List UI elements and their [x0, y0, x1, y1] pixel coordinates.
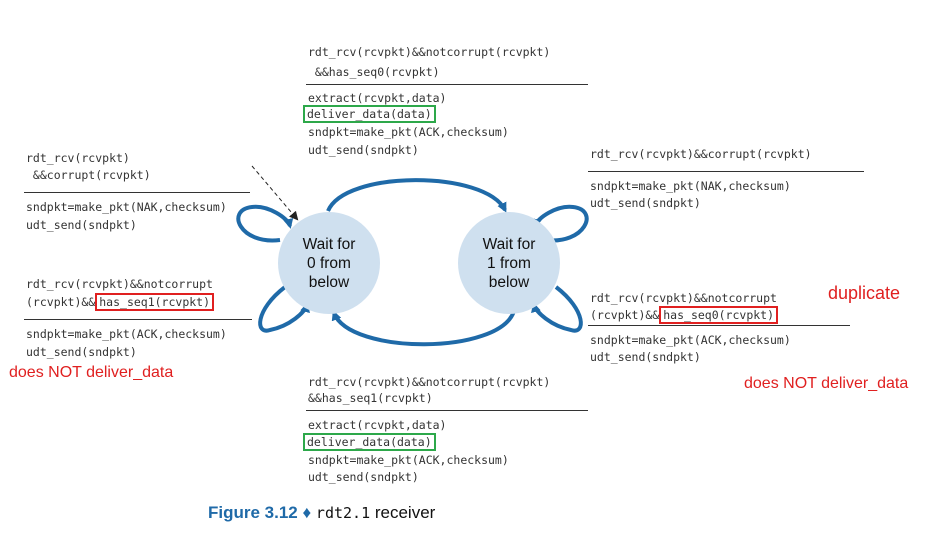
- left-upper-event-line1: rdt_rcv(rcvpkt): [26, 151, 130, 165]
- caption-diamond-icon: ♦: [302, 503, 312, 522]
- caption-protocol: rdt2.1: [315, 504, 371, 522]
- state-wait-for-1-line1: Wait for: [482, 235, 536, 253]
- self-loop-arrow-right-upper: [531, 204, 589, 243]
- left-upper-event-line2: &&corrupt(rcvpkt): [26, 168, 151, 182]
- figure-label: Figure 3.12: [208, 503, 298, 522]
- left-lower-action2: udt_send(sndpkt): [26, 345, 137, 359]
- self-loop-arrow-left-lower: [258, 285, 310, 333]
- state-wait-for-0-line3: below: [308, 273, 350, 291]
- right-upper-action1: sndpkt=make_pkt(NAK,checksum): [590, 179, 791, 193]
- top-action3: sndpkt=make_pkt(ACK,checksum): [308, 125, 509, 139]
- top-action2-highlight: deliver_data(data): [303, 105, 436, 123]
- top-deliver-data-box: deliver_data(data): [303, 105, 436, 123]
- right-lower-action2: udt_send(sndpkt): [590, 350, 701, 364]
- left-upper-divider: [24, 192, 250, 193]
- bottom-action2-highlight: deliver_data(data): [303, 433, 436, 451]
- bottom-event-line1: rdt_rcv(rcvpkt)&&notcorrupt(rcvpkt): [308, 375, 551, 389]
- left-has-seq1-box: has_seq1(rcvpkt): [95, 293, 215, 311]
- right-upper-action2: udt_send(sndpkt): [590, 196, 701, 210]
- left-lower-event-prefix: (rcvpkt)&&: [26, 295, 96, 309]
- top-action4: udt_send(sndpkt): [308, 143, 419, 157]
- right-has-seq0-box: has_seq0(rcvpkt): [659, 306, 779, 324]
- state-wait-for-0-line2: 0 from: [307, 254, 351, 272]
- right-does-not-deliver-note: does NOT deliver_data: [744, 375, 909, 392]
- state-wait-for-1-line3: below: [488, 273, 530, 291]
- state-wait-for-1: Wait for 1 from below: [458, 212, 560, 314]
- transition-arrow-top: [326, 178, 507, 213]
- left-does-not-deliver-note: does NOT deliver_data: [9, 364, 174, 381]
- figure-caption: Figure 3.12 ♦ rdt2.1 receiver: [208, 503, 435, 523]
- self-loop-arrow-left-upper: [236, 204, 294, 243]
- right-lower-event-line1: rdt_rcv(rcvpkt)&&notcorrupt: [590, 291, 777, 305]
- right-lower-event-line2: (rcvpkt)&&has_seq0(rcvpkt): [590, 306, 779, 324]
- bottom-event-divider: [306, 410, 588, 411]
- state-wait-for-0-line1: Wait for: [302, 235, 356, 253]
- duplicate-note: duplicate: [828, 283, 901, 303]
- top-event-line1: rdt_rcv(rcvpkt)&&notcorrupt(rcvpkt): [308, 45, 551, 59]
- bottom-action3: sndpkt=make_pkt(ACK,checksum): [308, 453, 509, 467]
- right-lower-event-prefix: (rcvpkt)&&: [590, 308, 660, 322]
- initial-state-arrow: [251, 165, 299, 221]
- self-loop-arrow-right-lower: [531, 285, 583, 333]
- bottom-event-line2: &&has_seq1(rcvpkt): [308, 391, 433, 405]
- state-wait-for-0: Wait for 0 from below: [278, 212, 380, 314]
- top-action1: extract(rcvpkt,data): [308, 91, 447, 105]
- right-lower-divider: [588, 325, 850, 326]
- left-lower-action1: sndpkt=make_pkt(ACK,checksum): [26, 327, 227, 341]
- state-wait-for-1-line2: 1 from: [487, 254, 531, 272]
- left-lower-event-line2: (rcvpkt)&&has_seq1(rcvpkt): [26, 293, 215, 311]
- right-upper-event-line1: rdt_rcv(rcvpkt)&&corrupt(rcvpkt): [590, 147, 812, 161]
- top-event-divider: [306, 84, 588, 85]
- transition-arrow-bottom: [331, 310, 516, 347]
- right-upper-divider: [588, 171, 864, 172]
- left-lower-event-line1: rdt_rcv(rcvpkt)&&notcorrupt: [26, 277, 213, 291]
- right-lower-action1: sndpkt=make_pkt(ACK,checksum): [590, 333, 791, 347]
- left-upper-action2: udt_send(sndpkt): [26, 218, 137, 232]
- left-lower-divider: [24, 319, 252, 320]
- bottom-action4: udt_send(sndpkt): [308, 470, 419, 484]
- caption-suffix: receiver: [374, 503, 436, 522]
- bottom-action1: extract(rcvpkt,data): [308, 418, 447, 432]
- left-upper-action1: sndpkt=make_pkt(NAK,checksum): [26, 200, 227, 214]
- top-event-line2: &&has_seq0(rcvpkt): [308, 65, 440, 79]
- bottom-deliver-data-box: deliver_data(data): [303, 433, 436, 451]
